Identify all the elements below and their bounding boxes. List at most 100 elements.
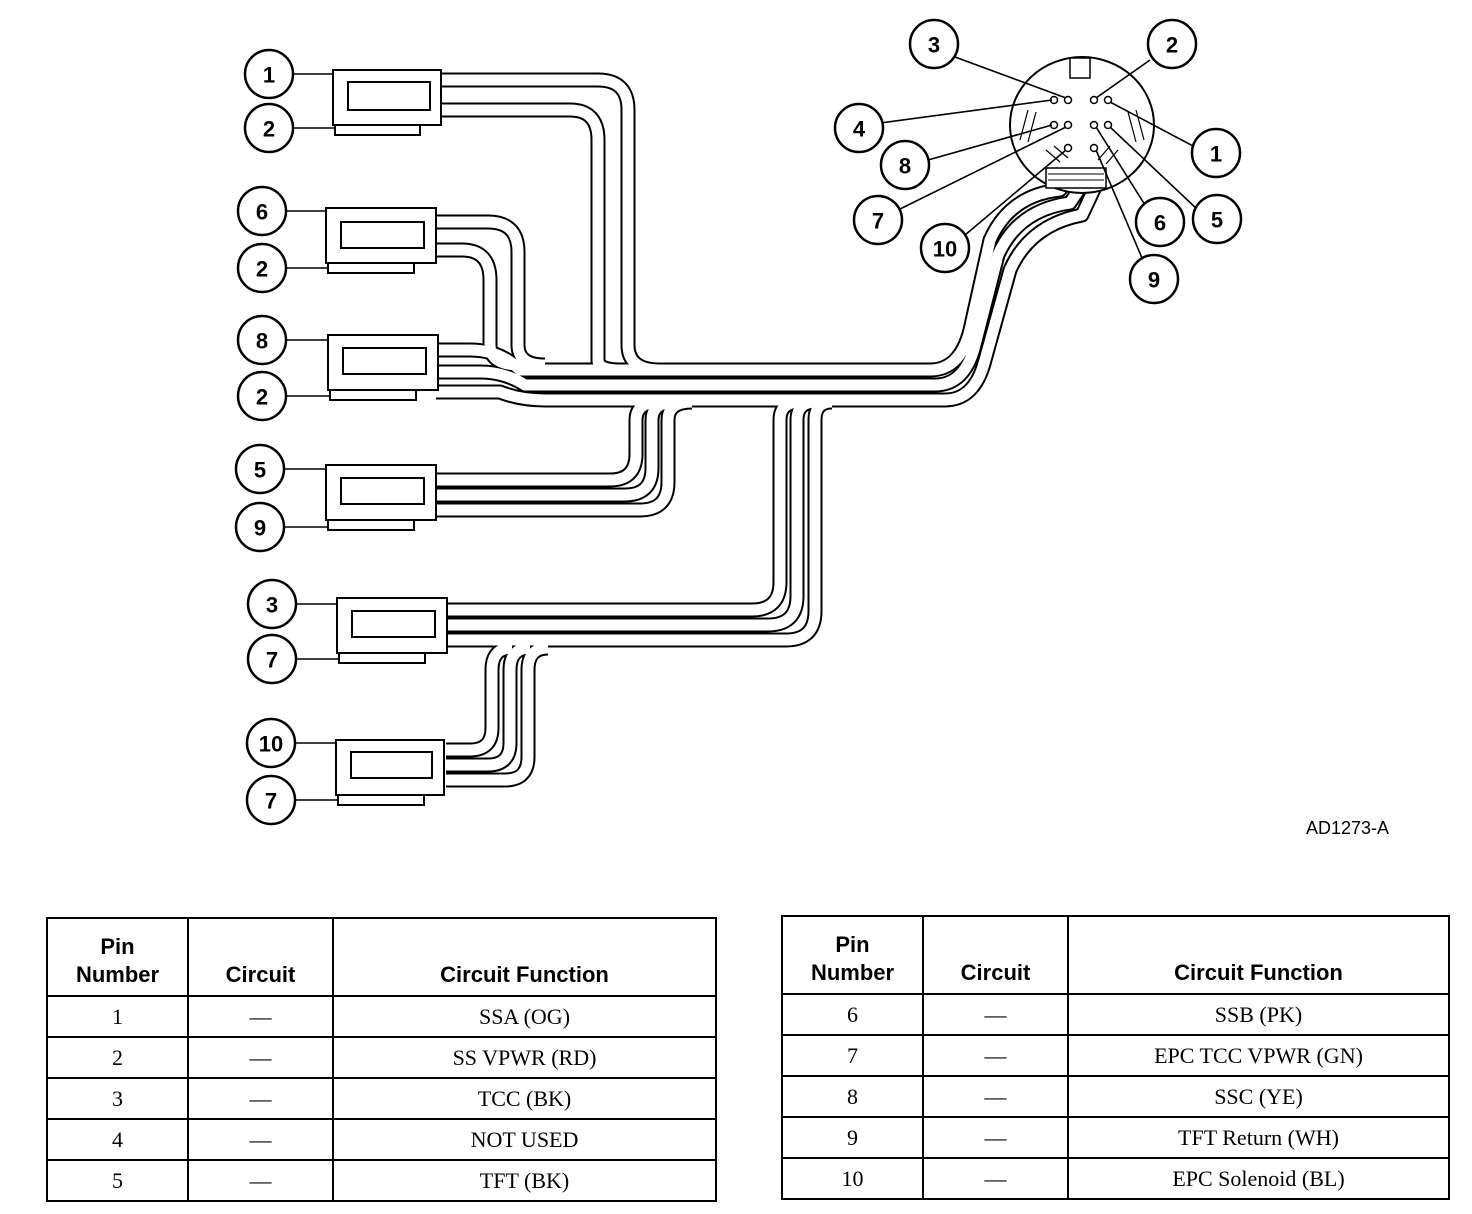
cell-function: TCC (BK) bbox=[332, 1077, 717, 1120]
table-row: 7 — EPC TCC VPWR (GN) bbox=[781, 1034, 1450, 1077]
cell-function: EPC Solenoid (BL) bbox=[1067, 1157, 1450, 1200]
svg-text:2: 2 bbox=[256, 257, 268, 282]
svg-text:5: 5 bbox=[1211, 208, 1223, 233]
callout-connector-6-top: 10 bbox=[245, 717, 297, 769]
cell-circuit: — bbox=[922, 1157, 1069, 1200]
svg-text:2: 2 bbox=[1166, 33, 1178, 58]
solenoid-connector-2 bbox=[325, 207, 437, 274]
cell-circuit: — bbox=[187, 1118, 334, 1161]
callout-connector-1-top: 1 bbox=[243, 48, 295, 100]
header-pin-number: Pin Number bbox=[781, 915, 924, 995]
table-row: 1 — SSA (OG) bbox=[46, 995, 717, 1038]
cell-circuit: — bbox=[187, 1159, 334, 1202]
solenoid-connector-5 bbox=[336, 597, 448, 664]
cell-pin: 10 bbox=[781, 1157, 924, 1200]
main-harness-connector bbox=[1009, 56, 1155, 194]
svg-text:8: 8 bbox=[256, 329, 268, 354]
callout-connector-3-top: 8 bbox=[236, 314, 288, 366]
cell-function: SSB (PK) bbox=[1067, 993, 1450, 1036]
svg-text:6: 6 bbox=[256, 200, 268, 225]
callout-main-pin-4: 4 bbox=[833, 102, 885, 154]
svg-text:10: 10 bbox=[259, 732, 283, 757]
callout-connector-1-bottom: 2 bbox=[243, 102, 295, 154]
cell-pin: 6 bbox=[781, 993, 924, 1036]
svg-text:4: 4 bbox=[853, 117, 866, 142]
pin-table-right: Pin Number Circuit Circuit Function 6 — … bbox=[781, 915, 1450, 1200]
callout-main-pin-9: 9 bbox=[1128, 253, 1180, 305]
solenoid-connector-3 bbox=[327, 334, 439, 401]
header-circuit-function: Circuit Function bbox=[1067, 915, 1450, 995]
wire-harness bbox=[436, 72, 1103, 788]
svg-text:6: 6 bbox=[1154, 211, 1166, 236]
callout-main-pin-6: 6 bbox=[1134, 196, 1186, 248]
cell-circuit: — bbox=[922, 1034, 1069, 1077]
wiring-diagram: 1 2 6 2 8 2 5 9 3 7 10 7 bbox=[234, 18, 1243, 826]
figure-id: AD1273-A bbox=[1306, 818, 1390, 838]
table-row: 10 — EPC Solenoid (BL) bbox=[781, 1157, 1450, 1200]
cell-circuit: — bbox=[187, 1077, 334, 1120]
table-header-row: Pin Number Circuit Circuit Function bbox=[46, 917, 717, 997]
callout-main-pin-8: 8 bbox=[879, 139, 931, 191]
cell-function: NOT USED bbox=[332, 1118, 717, 1161]
svg-text:3: 3 bbox=[928, 33, 940, 58]
header-circuit: Circuit bbox=[922, 915, 1069, 995]
solenoid-connector-6 bbox=[335, 739, 445, 806]
cell-function: TFT Return (WH) bbox=[1067, 1116, 1450, 1159]
callout-connector-4-bottom: 9 bbox=[234, 501, 286, 553]
svg-text:9: 9 bbox=[254, 516, 266, 541]
callout-main-pin-10: 10 bbox=[919, 222, 971, 274]
callout-main-pin-1: 1 bbox=[1190, 127, 1242, 179]
svg-text:7: 7 bbox=[266, 648, 278, 673]
table-row: 9 — TFT Return (WH) bbox=[781, 1116, 1450, 1159]
table-header-row: Pin Number Circuit Circuit Function bbox=[781, 915, 1450, 995]
solenoid-connector-4 bbox=[325, 464, 437, 531]
svg-text:7: 7 bbox=[872, 209, 884, 234]
cell-circuit: — bbox=[922, 1075, 1069, 1118]
callout-connector-5-top: 3 bbox=[246, 578, 298, 630]
cell-pin: 9 bbox=[781, 1116, 924, 1159]
cell-circuit: — bbox=[187, 995, 334, 1038]
callout-main-pin-7: 7 bbox=[852, 194, 904, 246]
pin-table-left: Pin Number Circuit Circuit Function 1 — … bbox=[46, 917, 717, 1202]
cell-function: TFT (BK) bbox=[332, 1159, 717, 1202]
svg-text:7: 7 bbox=[265, 789, 277, 814]
table-row: 3 — TCC (BK) bbox=[46, 1077, 717, 1120]
cell-circuit: — bbox=[187, 1036, 334, 1079]
callout-connector-2-top: 6 bbox=[236, 185, 288, 237]
svg-text:2: 2 bbox=[256, 385, 268, 410]
cell-pin: 2 bbox=[46, 1036, 189, 1079]
table-row: 4 — NOT USED bbox=[46, 1118, 717, 1161]
callout-main-pin-2: 2 bbox=[1146, 18, 1198, 70]
cell-function: SSC (YE) bbox=[1067, 1075, 1450, 1118]
cell-circuit: — bbox=[922, 1116, 1069, 1159]
wire-bundle bbox=[436, 72, 1103, 788]
svg-text:1: 1 bbox=[263, 63, 275, 88]
cell-function: SSA (OG) bbox=[332, 995, 717, 1038]
callout-connector-4-top: 5 bbox=[234, 443, 286, 495]
main-connector-pins bbox=[1049, 95, 1113, 153]
header-pin-number: Pin Number bbox=[46, 917, 189, 997]
cell-pin: 5 bbox=[46, 1159, 189, 1202]
header-circuit-function: Circuit Function bbox=[332, 917, 717, 997]
callout-connector-5-bottom: 7 bbox=[246, 633, 298, 685]
cell-function: EPC TCC VPWR (GN) bbox=[1067, 1034, 1450, 1077]
table-row: 6 — SSB (PK) bbox=[781, 993, 1450, 1036]
callout-main-pin-3: 3 bbox=[908, 18, 960, 70]
table-row: 8 — SSC (YE) bbox=[781, 1075, 1450, 1118]
main-connector-leaders bbox=[879, 56, 1199, 259]
connector-leaders bbox=[284, 73, 339, 801]
svg-text:3: 3 bbox=[266, 593, 278, 618]
callout-connector-3-bottom: 2 bbox=[236, 370, 288, 422]
cell-pin: 3 bbox=[46, 1077, 189, 1120]
solenoid-connector-1 bbox=[332, 69, 442, 136]
header-circuit: Circuit bbox=[187, 917, 334, 997]
callout-connector-6-bottom: 7 bbox=[245, 774, 297, 826]
cell-pin: 1 bbox=[46, 995, 189, 1038]
svg-text:2: 2 bbox=[263, 117, 275, 142]
callout-main-pin-5: 5 bbox=[1191, 193, 1243, 245]
cell-pin: 4 bbox=[46, 1118, 189, 1161]
cell-pin: 7 bbox=[781, 1034, 924, 1077]
callout-connector-2-bottom: 2 bbox=[236, 242, 288, 294]
cell-function: SS VPWR (RD) bbox=[332, 1036, 717, 1079]
svg-text:8: 8 bbox=[899, 154, 911, 179]
